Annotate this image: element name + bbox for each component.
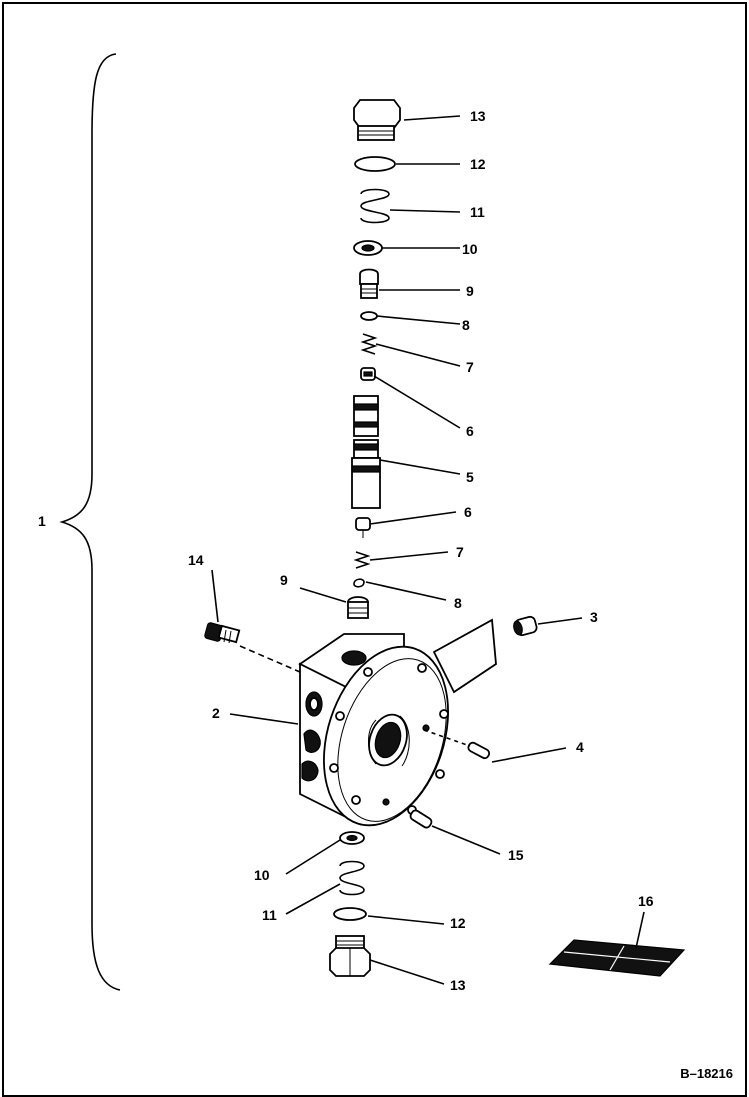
callout-8-top: 8 <box>462 317 470 333</box>
part-9-poppet-bottom <box>347 596 369 619</box>
callout-3: 3 <box>590 609 598 625</box>
part-13-plug-top <box>353 99 401 141</box>
callout-11-top: 11 <box>470 204 485 220</box>
callout-7-top: 7 <box>466 359 474 375</box>
part-3-plug <box>432 615 538 694</box>
callout-12-top: 12 <box>470 156 486 172</box>
figure-reference: B–18216 <box>680 1066 733 1081</box>
part-4-pin <box>423 729 491 760</box>
part-9-poppet-top <box>359 268 379 299</box>
callout-15: 15 <box>508 847 524 863</box>
part-16-decal <box>548 939 686 977</box>
part-8-oring-top <box>360 311 378 321</box>
callout-10-bottom: 10 <box>254 867 270 883</box>
callout-6-bottom: 6 <box>464 504 472 520</box>
part-15-pin <box>409 809 433 829</box>
callout-8-bottom: 8 <box>454 595 462 611</box>
callout-9-bottom: 9 <box>280 572 288 588</box>
callout-13-top: 13 <box>470 108 486 124</box>
exploded-parts-diagram: 13 12 11 10 9 8 7 6 5 6 7 8 9 14 2 3 4 1… <box>38 53 686 993</box>
part-6-plunger-top <box>360 367 376 381</box>
callout-12-bottom: 12 <box>450 915 466 931</box>
part-13-plug-bottom <box>329 935 371 977</box>
part-12-oring-bottom <box>333 907 367 921</box>
callout-14: 14 <box>188 552 204 568</box>
callout-1: 1 <box>38 513 46 529</box>
part-11-spring-top <box>360 188 390 224</box>
part-8-oring-bottom <box>353 578 365 588</box>
callout-7-bottom: 7 <box>456 544 464 560</box>
part-10-seat-top <box>353 240 383 256</box>
part-7-spring-top <box>360 333 378 355</box>
callout-10-top: 10 <box>462 241 478 257</box>
assembly-brace <box>59 53 121 991</box>
part-5-spool <box>351 395 381 509</box>
part-11-spring-bottom <box>339 860 365 896</box>
part-10-seat-bottom <box>339 831 365 845</box>
callout-2: 2 <box>212 705 220 721</box>
callout-5: 5 <box>466 469 474 485</box>
callout-6-top: 6 <box>466 423 474 439</box>
part-2-valve-body <box>298 633 449 827</box>
leader-lines <box>211 115 645 985</box>
callout-4: 4 <box>576 739 584 755</box>
callout-9-top: 9 <box>466 283 474 299</box>
callout-16: 16 <box>638 893 654 909</box>
part-7-spring-bottom <box>353 551 371 569</box>
part-12-oring-top <box>354 156 396 172</box>
callout-11-bottom: 11 <box>262 907 277 923</box>
part-14-screw <box>204 622 301 673</box>
part-6-plunger-bottom <box>355 517 371 538</box>
callout-13-bottom: 13 <box>450 977 466 993</box>
